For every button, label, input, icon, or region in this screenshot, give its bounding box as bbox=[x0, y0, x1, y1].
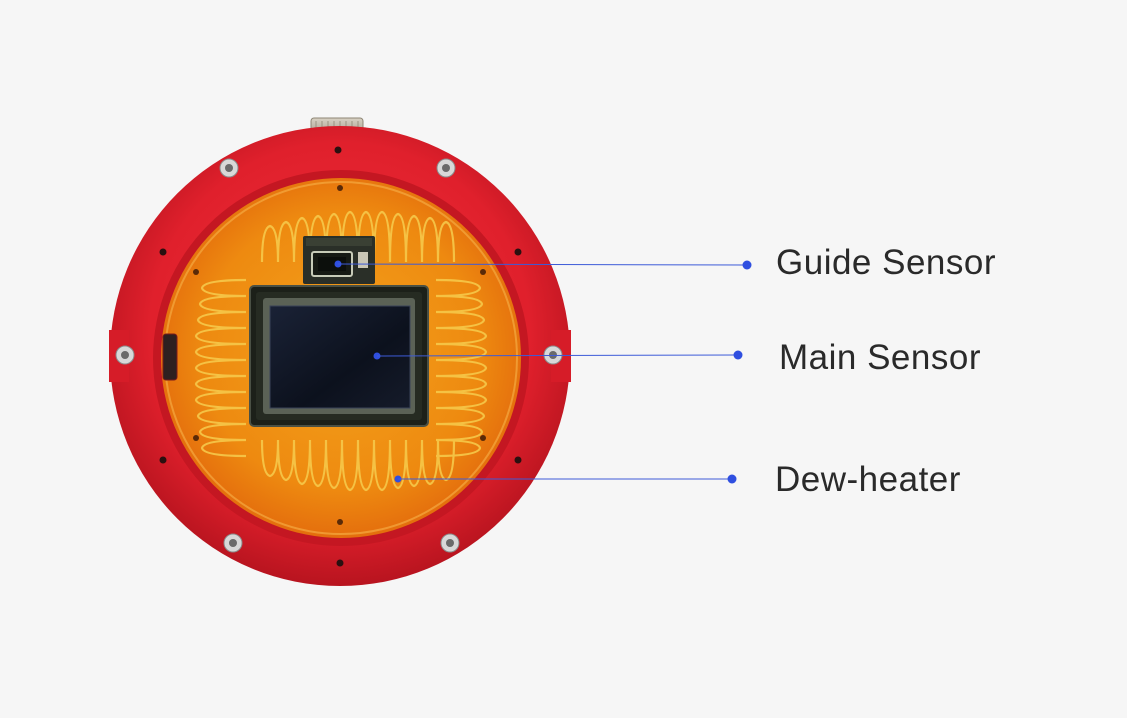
heater-holes bbox=[193, 185, 486, 525]
screw-icon bbox=[436, 158, 456, 178]
main-sensor-label: Main Sensor bbox=[779, 338, 981, 377]
callout-line bbox=[376, 354, 739, 357]
screw-icon bbox=[440, 533, 460, 553]
main-sensor-chip bbox=[270, 306, 410, 408]
housing-holes bbox=[159, 146, 522, 567]
callout-dot bbox=[727, 474, 737, 484]
callout-main-sensor bbox=[373, 350, 743, 360]
screw-icon bbox=[543, 345, 563, 365]
callout-dot bbox=[733, 350, 743, 360]
guide-sensor-chip bbox=[318, 257, 346, 271]
dew-heater-label: Dew-heater bbox=[775, 460, 961, 499]
screw-icon bbox=[219, 158, 239, 178]
side-connector bbox=[162, 333, 178, 381]
screw-icon bbox=[223, 533, 243, 553]
screw-icon bbox=[115, 345, 135, 365]
guide-sensor-pcb bbox=[303, 236, 375, 284]
callout-dot bbox=[742, 260, 752, 270]
guide-sensor-label: Guide Sensor bbox=[776, 243, 997, 282]
callout-dew-heater bbox=[394, 474, 737, 484]
main-sensor-package bbox=[249, 285, 429, 427]
callout-guide-sensor bbox=[334, 260, 752, 270]
callout-line bbox=[337, 263, 748, 266]
